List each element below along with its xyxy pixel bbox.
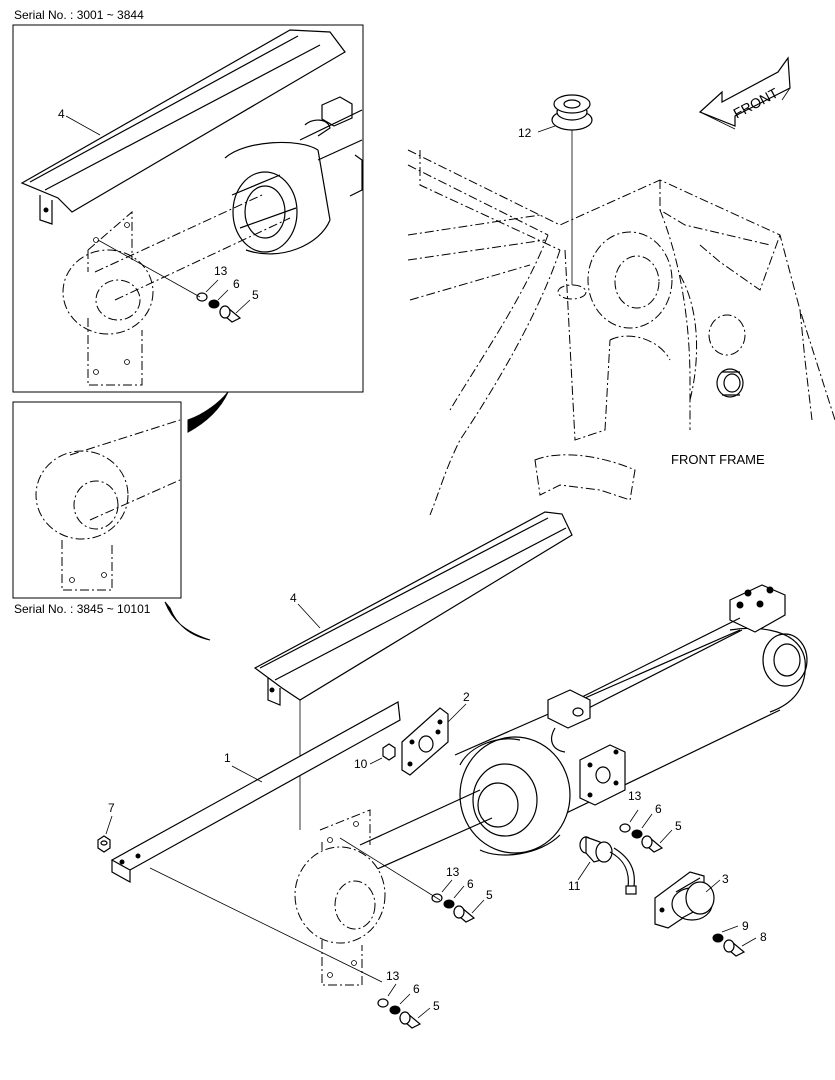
callout-cyl-lockwasher: 6: [655, 802, 662, 816]
inset-box-top: [12, 24, 364, 393]
callout-inset-guard: 4: [58, 107, 65, 121]
callout-mid-bolt: 5: [486, 888, 493, 902]
nut-10: [382, 743, 396, 761]
callout-cap-bolt: 8: [760, 930, 767, 944]
callout-cap: 3: [722, 872, 729, 886]
inset-bottom-drawing: [35, 419, 181, 591]
mounting-bar: [110, 701, 401, 983]
callout-inset-bolt: 5: [252, 288, 259, 302]
callout-sensor: 11: [568, 879, 581, 893]
callout-low-bolt: 5: [433, 999, 440, 1013]
sensor-cap: [654, 871, 715, 929]
inset-box-bottom: [12, 401, 182, 599]
callout-cyl-bolt: 5: [675, 819, 682, 833]
serial-label-bottom: Serial No. : 3845 ~ 10101: [14, 602, 151, 616]
callout-main-guard: 4: [290, 591, 297, 605]
hardware-cap: [712, 925, 757, 957]
callout-inset-lockwasher: 6: [233, 277, 240, 291]
front-frame: [407, 149, 835, 516]
rod-eye: [294, 809, 441, 986]
callout-low-washer: 13: [386, 969, 400, 983]
hardware-rod-eye: [431, 879, 485, 923]
callout-nut-7: 7: [108, 801, 115, 815]
nut-7: [97, 835, 111, 853]
front-direction-arrow: FRONT: [698, 56, 791, 130]
transition-arrow-top: [187, 391, 229, 433]
callout-cyl-washer: 13: [628, 789, 642, 803]
callout-cap-washer: 9: [742, 919, 749, 933]
callout-bar: 1: [224, 751, 231, 765]
frame-label: FRONT FRAME: [671, 452, 765, 467]
proximity-sensor: [579, 836, 637, 895]
callout-inset-washer: 13: [214, 264, 228, 278]
cylinder-guard: [253, 511, 573, 830]
callout-low-lockwasher: 6: [413, 982, 420, 996]
serial-label-top: Serial No. : 3001 ~ 3844: [14, 8, 144, 22]
hardware-bottom: [377, 983, 431, 1029]
hardware-gland: [619, 809, 673, 853]
callout-mid-washer: 13: [446, 865, 460, 879]
callout-grommet: 12: [518, 126, 532, 140]
hydraulic-cylinder: [359, 584, 808, 871]
transition-arrow-bottom: [164, 601, 211, 641]
callout-bracket-plate: 2: [463, 690, 470, 704]
callout-mid-lockwasher: 6: [467, 877, 474, 891]
inset-top-drawing: [20, 29, 363, 386]
bracket-plate: [401, 707, 449, 776]
callout-nut-10: 10: [354, 757, 368, 771]
grommet: [551, 94, 593, 285]
